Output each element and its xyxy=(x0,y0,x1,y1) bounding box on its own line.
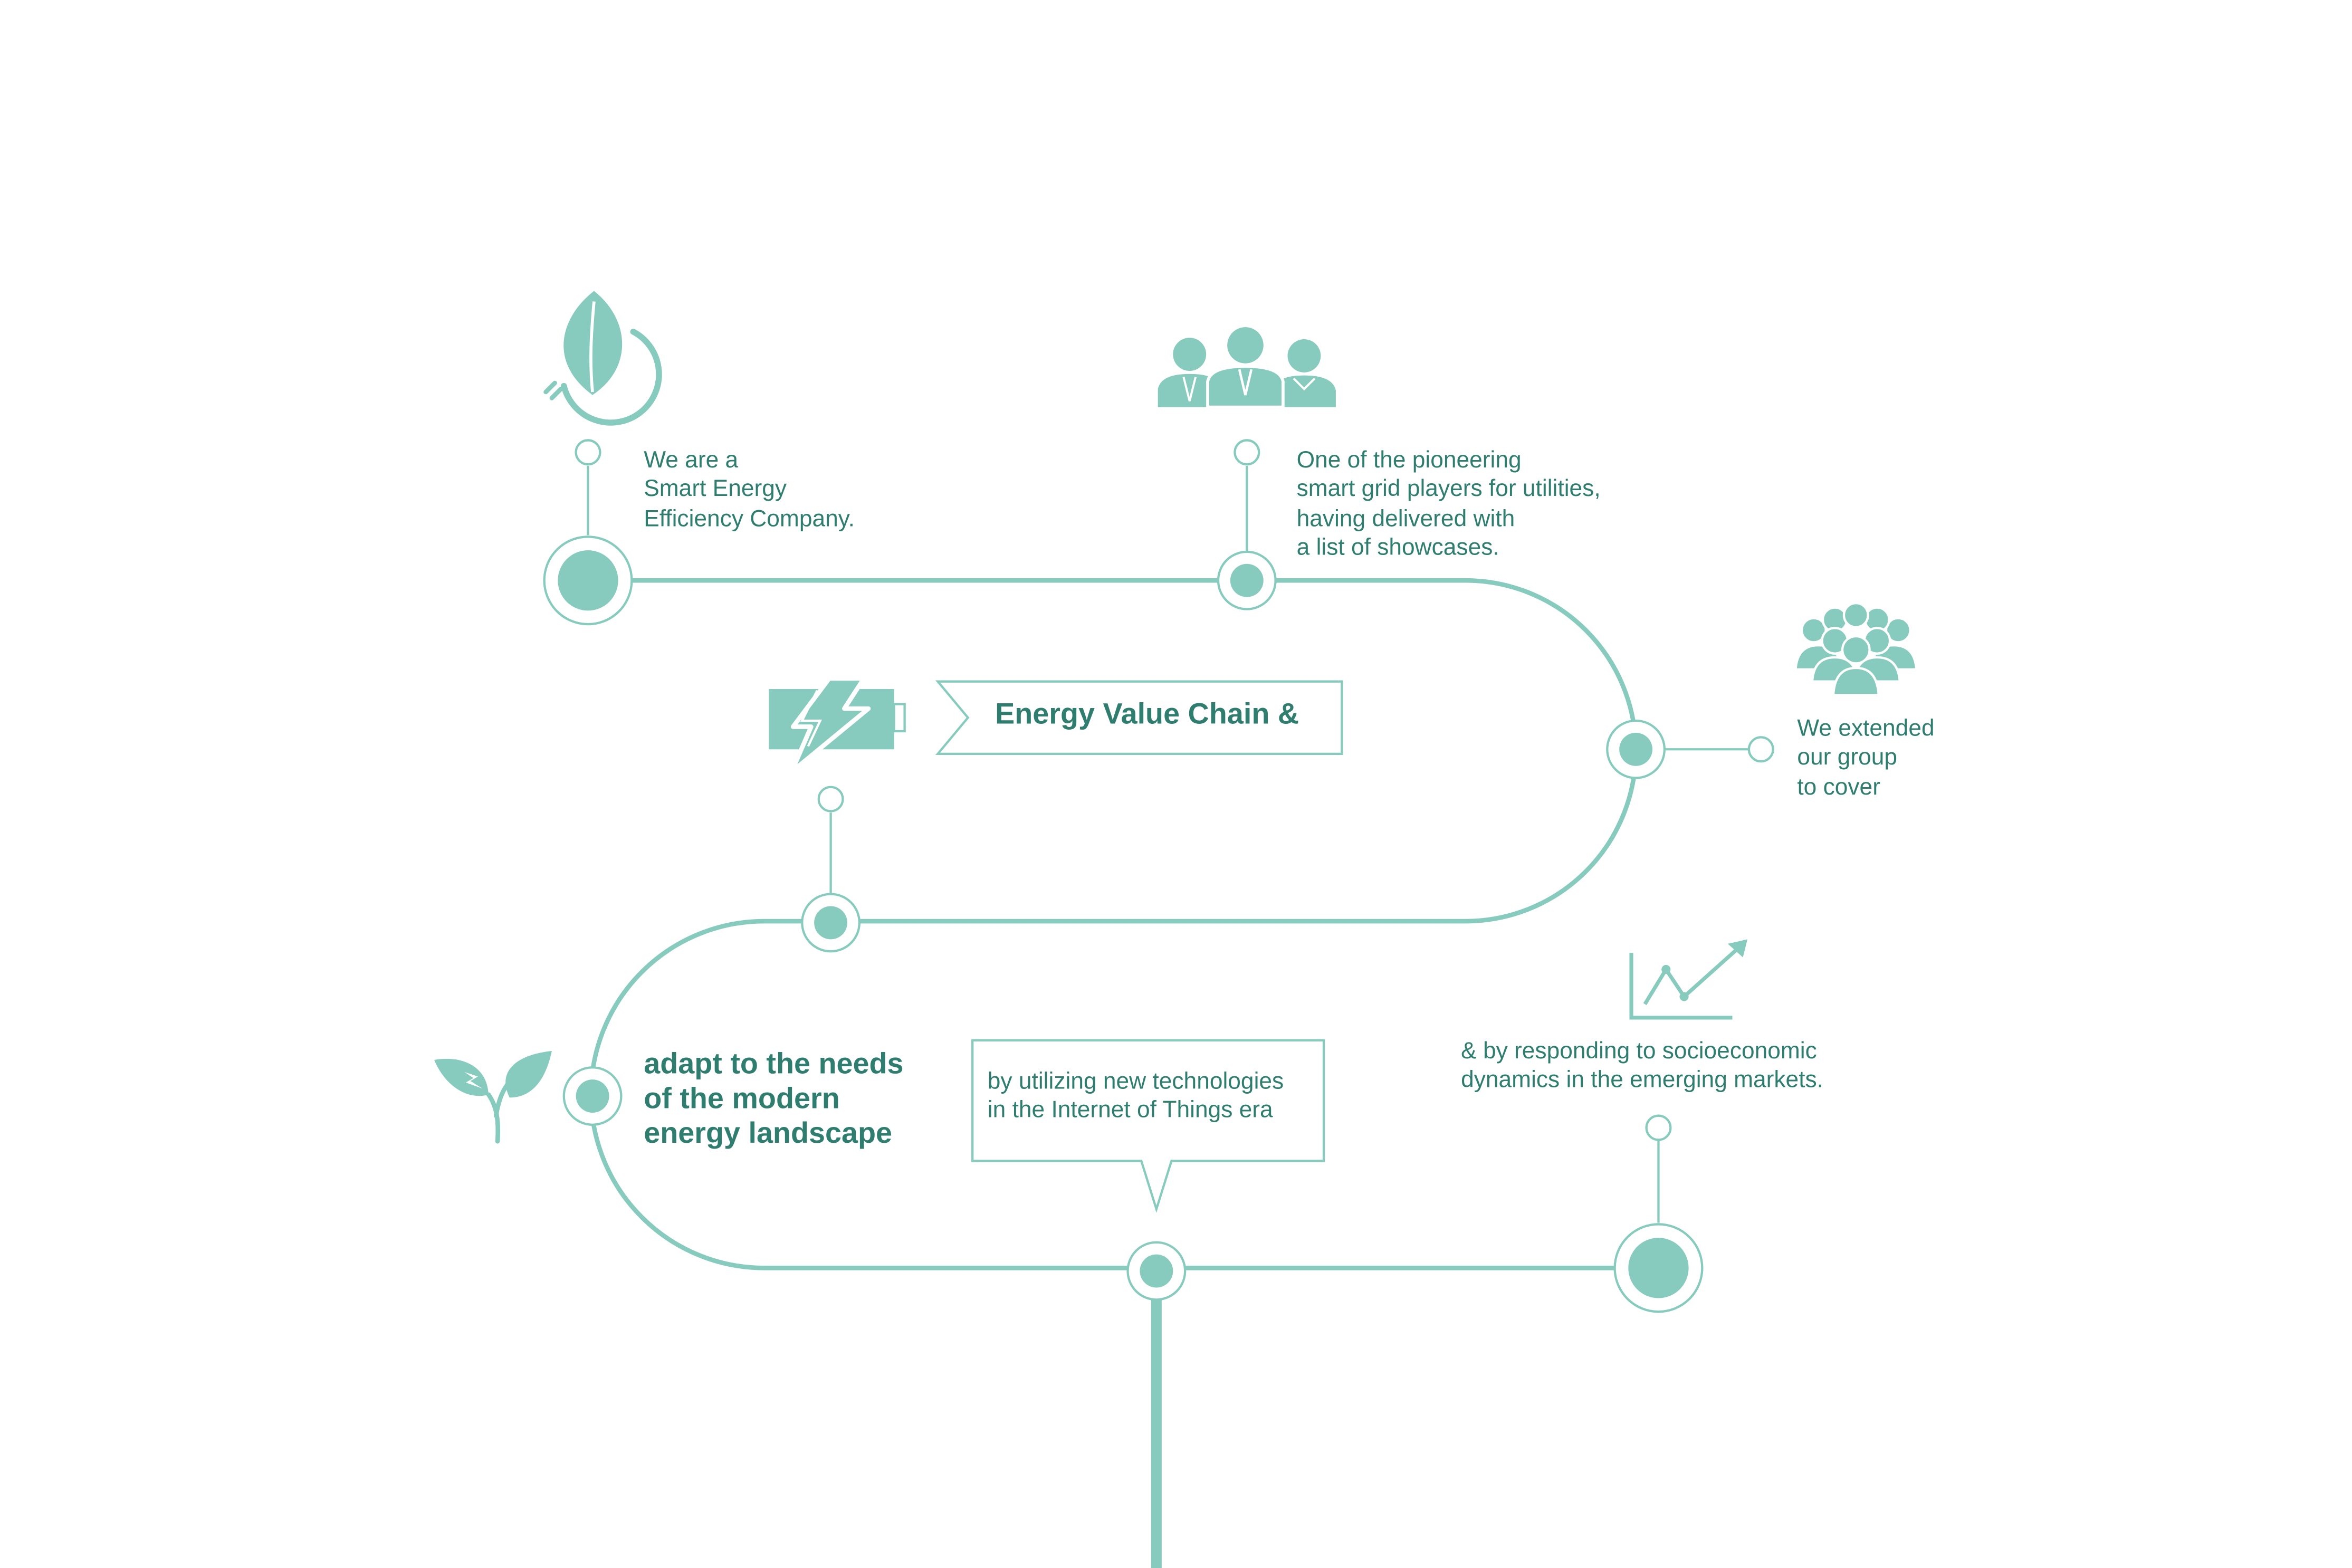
battery-lightning-icon xyxy=(769,676,906,775)
node-1 xyxy=(543,536,633,626)
node-3 xyxy=(1606,719,1666,779)
node-4 xyxy=(801,893,861,953)
endpoint-circle-3 xyxy=(1747,736,1774,763)
leaf-plug-icon xyxy=(543,291,662,426)
node-6 xyxy=(1126,1241,1187,1301)
business-team-icon xyxy=(1158,327,1336,409)
growth-chart-icon xyxy=(1629,939,1748,1020)
value-chain-callout-shape xyxy=(935,680,1343,755)
node-2 xyxy=(1217,550,1277,610)
milestone-6-text: by utilizing new technologies in the Int… xyxy=(987,1069,1284,1124)
milestone-1-text: We are a Smart Energy Efficiency Company… xyxy=(644,447,855,532)
endpoint-circle-7 xyxy=(1645,1114,1672,1141)
milestone-4-text: Energy Value Chain & xyxy=(995,698,1299,731)
endpoint-circle-4 xyxy=(817,786,844,812)
sprout-energy-icon xyxy=(434,1050,552,1144)
node-5 xyxy=(562,1066,623,1126)
endpoint-circle-2 xyxy=(1234,439,1260,466)
milestone-3-text: We extended our group to cover xyxy=(1797,716,1935,800)
iot-speech-bubble xyxy=(971,1039,1325,1213)
milestone-7-text: & by responding to socioeconomic dynamic… xyxy=(1461,1038,1823,1094)
group-people-icon xyxy=(1794,601,1918,696)
milestone-2-text: One of the pioneering smart grid players… xyxy=(1296,447,1601,561)
timeline-path xyxy=(588,578,1659,1270)
node-7 xyxy=(1613,1223,1704,1313)
endpoint-circle-1 xyxy=(575,439,601,466)
milestone-5-text: adapt to the needs of the modern energy … xyxy=(644,1048,904,1151)
